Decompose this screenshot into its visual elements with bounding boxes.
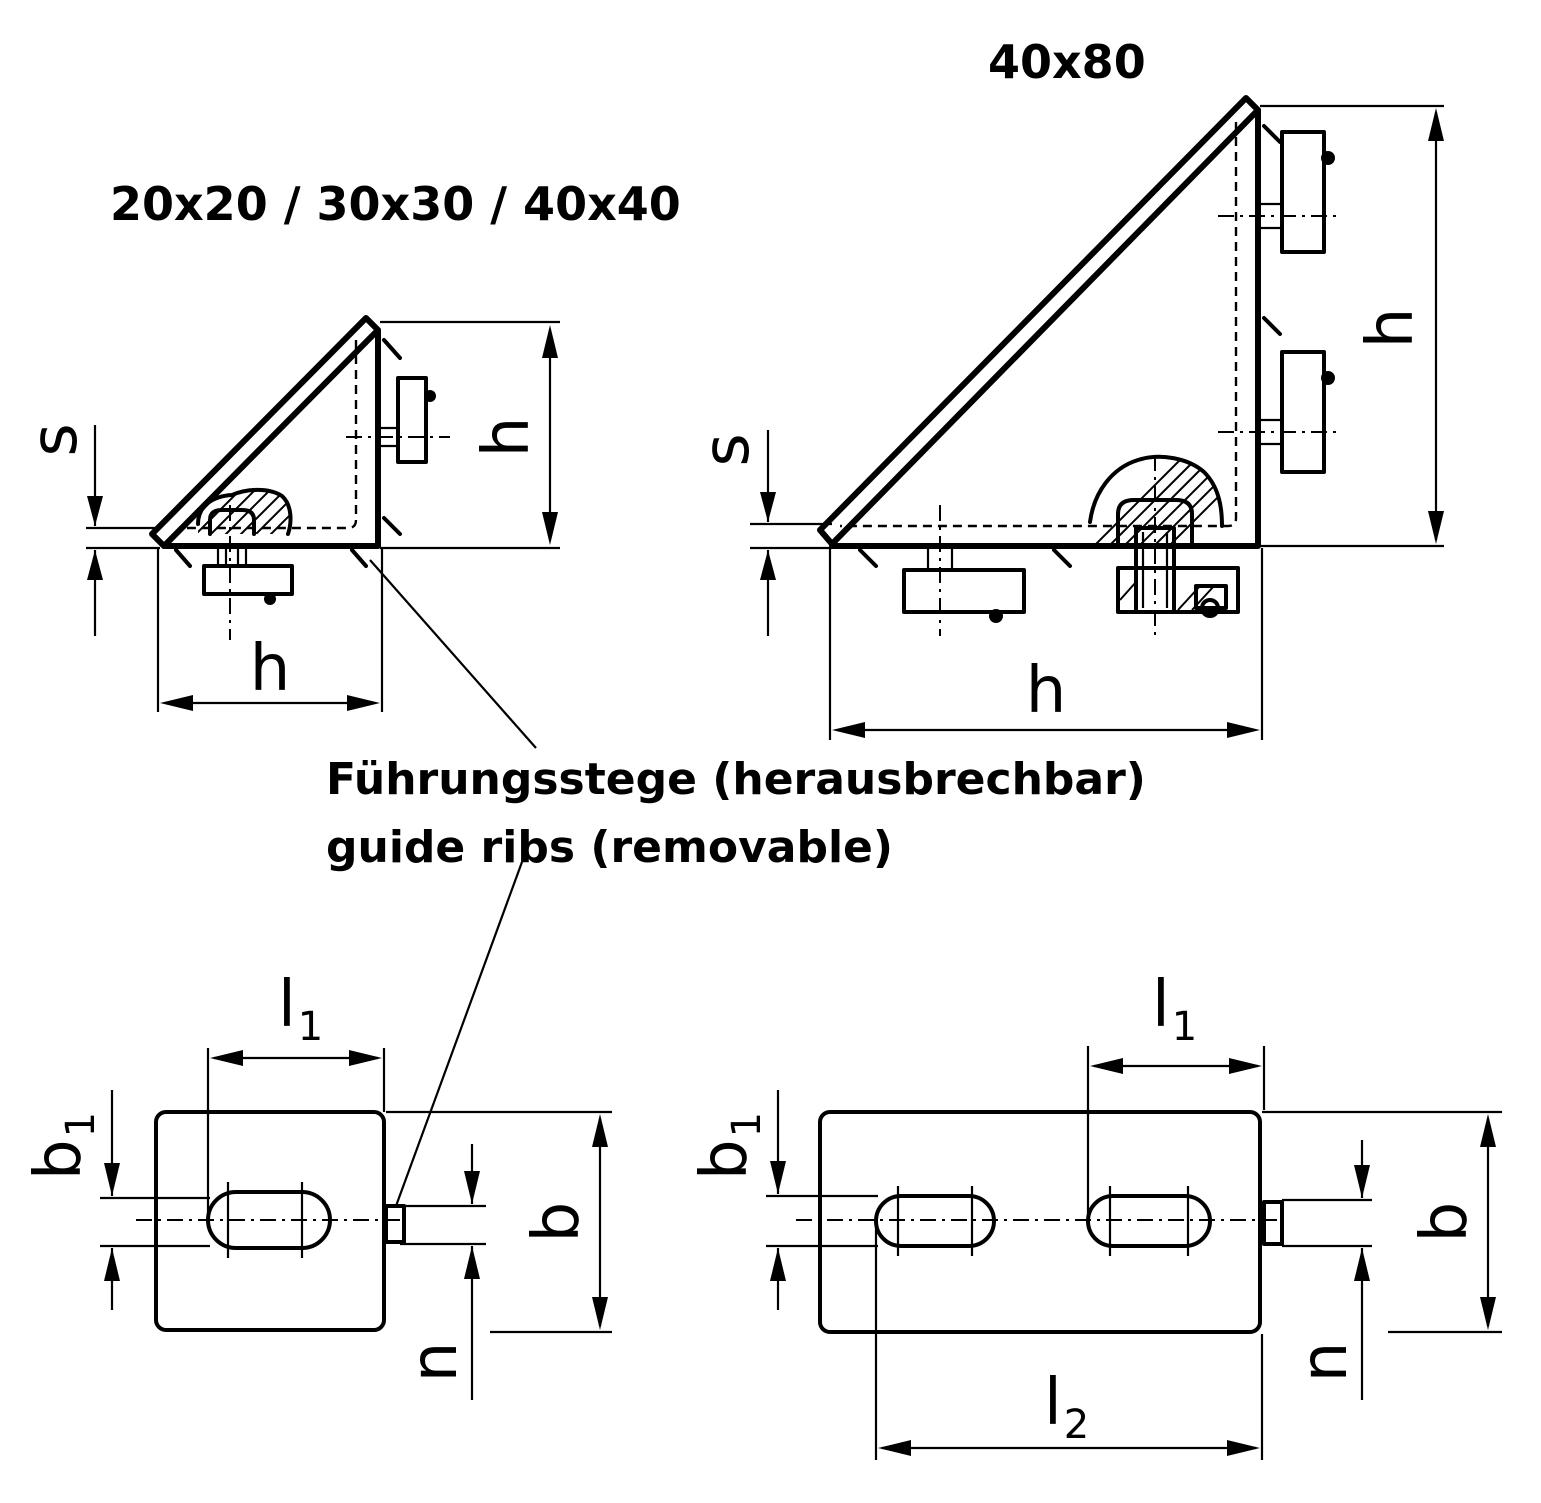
t-nut-side xyxy=(396,376,428,464)
dim-b-label: b xyxy=(520,1202,594,1243)
dim-l2-label: l2 xyxy=(1044,1366,1089,1448)
dimension-b1-small: b1 xyxy=(22,1090,210,1310)
dimension-b1-40x80: b1 xyxy=(688,1090,878,1310)
cutaway-hatch xyxy=(198,489,291,534)
callout-english: guide ribs (removable) xyxy=(326,822,893,873)
bracket-hypotenuse xyxy=(149,315,381,549)
guide-ribs xyxy=(174,338,402,568)
t-nut-spring-side xyxy=(424,390,436,402)
guide-ribs xyxy=(858,124,1282,568)
plan-view-40x80: l1 l2 b b1 xyxy=(688,968,1502,1460)
bracket-legs xyxy=(829,107,1261,549)
angle-bracket-small xyxy=(149,315,450,640)
dimension-s-small: s xyxy=(18,423,160,636)
dimension-h-horizontal-40x80: h xyxy=(828,548,1264,740)
angle-bracket-40x80 xyxy=(817,95,1340,636)
t-nut-bottom-left xyxy=(902,568,1026,614)
dimension-n-40x80: n xyxy=(1282,1140,1372,1400)
leader-line-bottom xyxy=(394,861,524,1207)
dim-h-label: h xyxy=(1354,308,1428,349)
dimension-l1-40x80: l1 xyxy=(1086,968,1266,1220)
hidden-edge xyxy=(840,122,1238,528)
t-nut-section xyxy=(1116,566,1240,614)
title-small-sizes: 20x20 / 30x30 / 40x40 xyxy=(110,177,681,231)
dim-h-label: h xyxy=(470,417,544,458)
bracket-legs xyxy=(161,327,381,549)
t-nut-spring-bottom xyxy=(264,593,276,605)
cutaway-outline xyxy=(1088,454,1224,528)
callout-guide-ribs: Führungsstege (herausbrechbar) guide rib… xyxy=(326,559,1146,1207)
dimension-h-vertical-40x80: h xyxy=(1260,104,1444,548)
t-nut-bottom xyxy=(202,564,294,596)
dim-l1-label: l1 xyxy=(1152,968,1197,1050)
dimension-n-small: n xyxy=(398,1144,486,1400)
t-nut-side-lower xyxy=(1280,350,1326,474)
callout-german: Führungsstege (herausbrechbar) xyxy=(326,754,1146,805)
dim-n-label: n xyxy=(1288,1342,1362,1383)
title-40x80: 40x80 xyxy=(988,35,1146,89)
dim-h-label: h xyxy=(250,632,291,706)
plan-view-small: l1 b b1 n xyxy=(22,968,612,1400)
dim-b1-label: b1 xyxy=(688,1112,770,1180)
hidden-edge xyxy=(180,340,358,530)
guide-rib xyxy=(384,1204,406,1244)
dimension-b-40x80: b xyxy=(1262,1110,1502,1334)
dimension-l1-small: l1 xyxy=(206,968,386,1222)
dim-s-label: s xyxy=(690,433,764,466)
dim-s-label: s xyxy=(18,423,92,456)
dimension-l2: l2 xyxy=(874,1222,1264,1460)
dimension-b-small: b xyxy=(386,1110,612,1334)
screw-head xyxy=(208,508,256,536)
screw-shank xyxy=(216,546,248,566)
t-nut-side-upper xyxy=(1280,130,1326,254)
dim-b1-label: b1 xyxy=(22,1112,104,1180)
dim-h-label: h xyxy=(1026,654,1067,728)
leader-line-top xyxy=(369,559,537,749)
dimension-s-40x80: s xyxy=(690,430,832,636)
dimension-h-horizontal-small: h xyxy=(156,548,384,712)
dim-l1-label: l1 xyxy=(278,968,323,1050)
dim-n-label: n xyxy=(398,1342,472,1383)
dim-b-label: b xyxy=(1408,1202,1482,1243)
bracket-outline xyxy=(818,1110,1262,1334)
guide-rib xyxy=(1262,1200,1284,1246)
dimension-h-vertical-small: h xyxy=(380,320,560,550)
t-nut-spring xyxy=(1200,598,1220,618)
